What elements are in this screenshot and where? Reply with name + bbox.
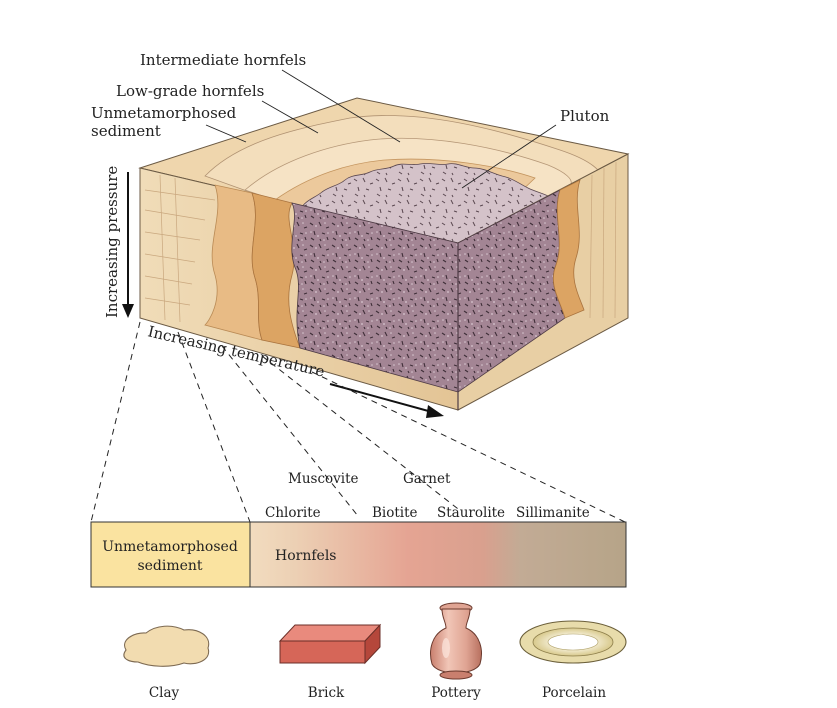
label-clay: Clay (149, 685, 180, 701)
label-porcelain: Porcelain (542, 685, 606, 701)
label-unmetamorphosed-1: Unmetamorphosed (91, 104, 237, 122)
mineral-staurolite: Staurolite (437, 505, 505, 521)
pluton-front (291, 202, 459, 393)
right-face-strata (589, 161, 617, 319)
projection-lines (90, 321, 626, 523)
right-hornfels-band (552, 179, 585, 319)
mineral-muscovite: Muscovite (288, 471, 359, 487)
mineral-biotite: Biotite (372, 505, 418, 521)
pressure-axis: Increasing pressure (103, 166, 134, 318)
block-labels: Intermediate hornfels Low-grade hornfels… (91, 51, 610, 189)
temperature-arrowhead-icon (426, 405, 444, 418)
pressure-axis-label: Increasing pressure (103, 166, 121, 318)
pottery-icon (430, 602, 482, 680)
rock-block (138, 97, 630, 411)
front-face-strata (144, 174, 216, 323)
label-unmetamorphosed-2: sediment (91, 122, 161, 140)
bar-label-hornfels: Hornfels (275, 548, 336, 564)
porcelain-icon (519, 620, 627, 664)
ceramics: Clay Brick Pottery Porcelain (123, 602, 627, 701)
label-intermediate-hornfels: Intermediate hornfels (140, 51, 306, 69)
label-pottery: Pottery (431, 685, 481, 701)
grade-bar: Unmetamorphosed sediment Hornfels (90, 521, 627, 588)
mineral-chlorite: Chlorite (265, 505, 321, 521)
mineral-sillimanite: Sillimanite (516, 505, 590, 521)
mineral-labels: Muscovite Garnet Chlorite Biotite Stauro… (265, 471, 590, 521)
label-low-grade-hornfels: Low-grade hornfels (116, 82, 264, 100)
brick-icon (278, 623, 382, 665)
clay-icon (123, 625, 210, 667)
label-brick: Brick (308, 685, 345, 701)
bar-hornfels (249, 521, 627, 588)
bar-label-unmeta-1: Unmetamorphosed (102, 539, 238, 555)
label-pluton: Pluton (560, 107, 610, 125)
bar-label-unmeta-2: sediment (137, 558, 202, 574)
mineral-garnet: Garnet (403, 471, 451, 487)
pressure-arrowhead-icon (122, 304, 134, 318)
bar-unmetamorphosed (90, 521, 251, 588)
